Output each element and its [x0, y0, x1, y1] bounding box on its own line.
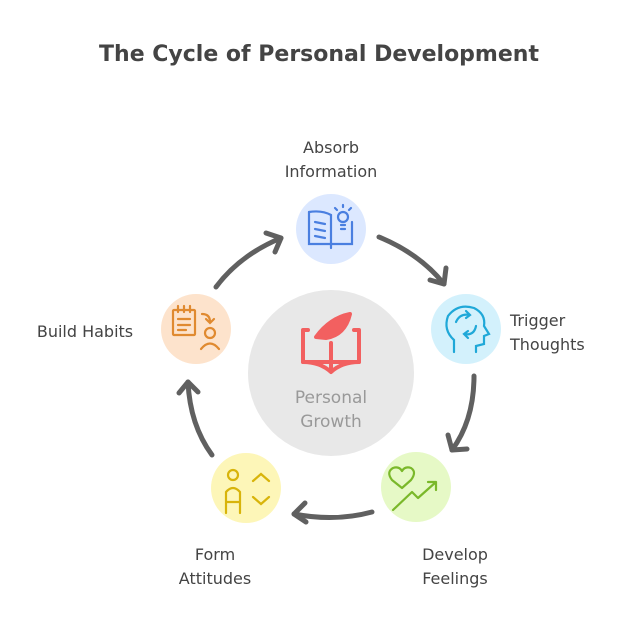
stage-form-attitudes [211, 453, 281, 523]
center-label-line1: Personal [294, 388, 368, 408]
label-form-attitudes: Form Attitudes [150, 543, 280, 591]
arrow-form-to-build [176, 379, 215, 458]
label-line2: Information [284, 162, 378, 181]
label-line2: Attitudes [178, 569, 252, 588]
label-line1: Develop [422, 545, 488, 564]
head-cycle-icon [445, 305, 491, 354]
center-label-line2: Growth [300, 412, 362, 432]
label-line1: Absorb [303, 138, 359, 157]
diagram-title: The Cycle of Personal Development [99, 42, 539, 67]
center-label: Personal Growth [249, 386, 413, 434]
label-line1: Build Habits [36, 322, 134, 341]
stage-trigger-thoughts [431, 294, 501, 364]
heart-trend-icon [388, 466, 438, 512]
arrow-develop-to-form [291, 500, 375, 525]
book-lightbulb-icon [307, 203, 354, 250]
label-trigger-thoughts: Trigger Thoughts [510, 309, 620, 357]
person-updown-icon [224, 468, 271, 515]
arrow-trigger-to-develop [445, 373, 477, 453]
label-line1: Form [194, 545, 236, 564]
label-absorb-information: Absorb Information [251, 136, 411, 184]
stage-develop-feelings [381, 452, 451, 522]
arrow-build-to-absorb [213, 230, 284, 290]
center-node [248, 290, 414, 456]
checklist-person-icon [171, 304, 221, 351]
label-line1: Trigger [510, 311, 566, 330]
label-line2: Thoughts [510, 335, 585, 354]
stage-absorb-information [296, 194, 366, 264]
book-leaf-icon [301, 312, 361, 374]
label-build-habits: Build Habits [20, 320, 150, 344]
stage-build-habits [161, 294, 231, 364]
label-line2: Feelings [422, 569, 488, 588]
arrow-absorb-to-trigger [376, 234, 449, 287]
label-develop-feelings: Develop Feelings [395, 543, 515, 591]
